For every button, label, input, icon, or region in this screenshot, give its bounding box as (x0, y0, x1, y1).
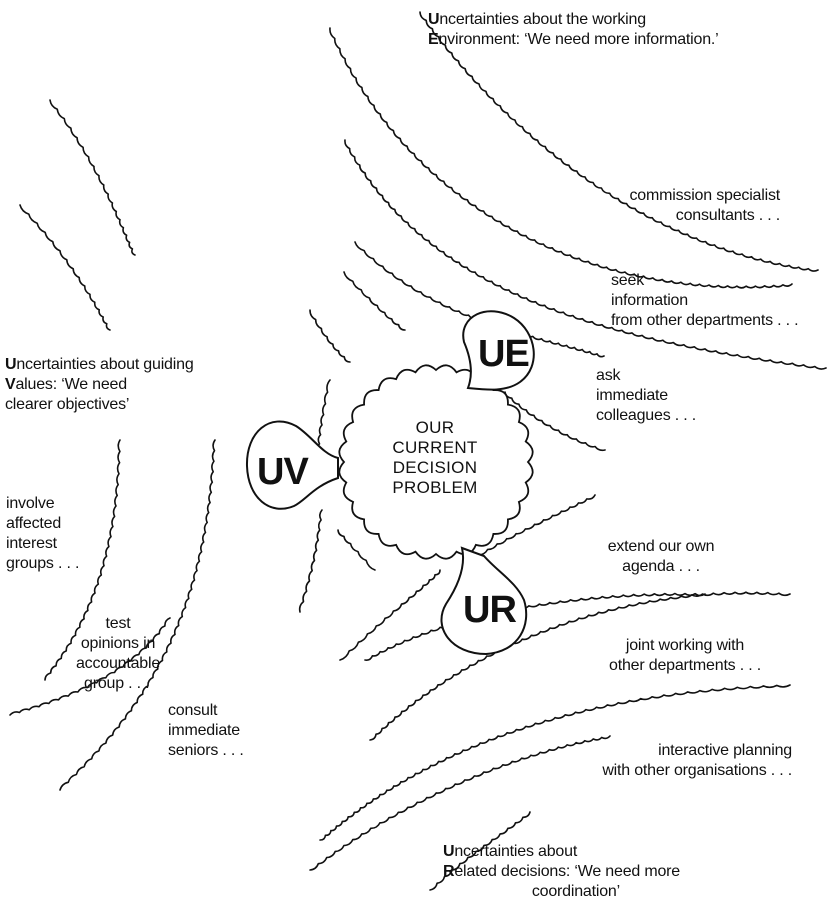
option-line: group . . . (84, 675, 150, 692)
ue-arc (329, 27, 793, 289)
ue-heading-line: Uncertainties about the working (428, 10, 719, 30)
ur-arc (477, 494, 596, 556)
option-line: other departments . . . (609, 657, 761, 674)
ue-option-commission: commission specialist consultants . . . (590, 186, 780, 226)
option-line: from other departments . . . (611, 312, 799, 329)
option-line: interest (6, 535, 57, 552)
uv-heading: Uncertainties about guiding Values: ‘We … (5, 355, 194, 415)
option-line: seniors . . . (168, 742, 244, 759)
ur-heading: Uncertainties about Related decisions: ‘… (443, 842, 680, 902)
uv-bubble-label: UV (257, 451, 309, 493)
core-label: OUR CURRENT DECISION PROBLEM (370, 418, 500, 498)
ue-bubble-label: UE (478, 333, 530, 375)
ur-arc (369, 591, 791, 741)
ur-arc (339, 569, 441, 661)
option-line: seek (611, 272, 644, 289)
option-line: joint working with (625, 637, 745, 654)
option-line: immediate (168, 722, 241, 739)
option-line: information (611, 292, 688, 309)
ue-arc (344, 139, 827, 370)
option-line: colleagues . . . (596, 407, 696, 424)
ue-heading-line: Environment: ‘We need more information.’ (428, 30, 719, 50)
core-line: PROBLEM (392, 478, 478, 497)
uv-option-test: test opinions in accountable group . . . (68, 614, 168, 694)
ur-arc (429, 811, 531, 891)
ur-bubble-label: UR (463, 589, 517, 631)
uv-heading-line: clearer objectives’ (5, 396, 130, 413)
option-line: agenda . . . (622, 558, 700, 575)
initial-letter: U (5, 356, 17, 373)
ur-option-extend: extend our own agenda . . . (596, 537, 726, 577)
uv-arc (9, 617, 171, 716)
heading-text: nvironment: ‘We need more information.’ (438, 31, 719, 48)
heading-text: ncertainties about guiding (16, 356, 194, 373)
initial-letter: U (428, 11, 440, 28)
ue-bubble-shape (462, 310, 535, 391)
ue-arc (309, 309, 351, 363)
ue-arc (419, 11, 819, 272)
option-line: opinions in (80, 635, 156, 652)
option-line: test (105, 615, 131, 632)
heading-text: ncertainties about the working (439, 11, 646, 28)
uv-arc (49, 99, 136, 256)
initial-letter: R (443, 863, 455, 880)
uv-heading-line: Values: ‘We need (5, 375, 194, 395)
uv-bubble-shape (245, 420, 339, 510)
initial-letter: E (428, 31, 439, 48)
ur-heading-line: coordination’ (531, 883, 620, 900)
ur-option-joint: joint working with other departments . .… (590, 636, 780, 676)
ue-option-ask: ask immediate colleagues . . . (596, 366, 696, 426)
uv-arc (44, 439, 121, 681)
ue-option-seek: seek information from other departments … (611, 271, 799, 331)
uv-heading-line: Uncertainties about guiding (5, 355, 194, 375)
ur-arc (319, 684, 791, 841)
ur-bubble-shape (440, 546, 528, 656)
initial-letter: U (443, 843, 455, 860)
option-line: accountable (75, 655, 161, 672)
option-line: immediate (596, 387, 669, 404)
ur-option-interactive: interactive planning with other organisa… (560, 741, 792, 781)
ur-arc (309, 735, 611, 871)
heading-text: elated decisions: ‘We need more (454, 863, 680, 880)
uv-arc (19, 204, 111, 331)
option-line: involve (6, 495, 55, 512)
option-line: affected (6, 515, 62, 532)
core-line: CURRENT (392, 438, 478, 457)
initial-letter: V (5, 376, 16, 393)
ue-arc (343, 271, 406, 331)
option-line: with other organisations . . . (602, 762, 792, 779)
option-line: commission specialist (629, 187, 780, 204)
option-line: consultants . . . (675, 207, 780, 224)
option-line: interactive planning (658, 742, 792, 759)
heading-text: ncertainties about (454, 843, 578, 860)
uv-arc (59, 439, 216, 791)
option-line: extend our own (607, 538, 715, 555)
option-line: ask (596, 367, 621, 384)
option-line: groups . . . (6, 555, 80, 572)
uv-arc (298, 509, 323, 613)
core-line: OUR (415, 418, 455, 437)
option-line: consult (168, 702, 218, 719)
uv-option-consult: consult immediate seniors . . . (168, 701, 244, 761)
ur-arc (337, 529, 376, 571)
ue-heading: Uncertainties about the working Environm… (428, 10, 719, 50)
core-line: DECISION (392, 458, 478, 477)
heading-text: alues: ‘We need (15, 376, 127, 393)
ue-arc (504, 391, 606, 452)
ur-heading-line: Uncertainties about (443, 842, 680, 862)
ur-heading-line: Related decisions: ‘We need more (443, 862, 680, 882)
uv-option-involve: involve affected interest groups . . . (6, 494, 79, 574)
